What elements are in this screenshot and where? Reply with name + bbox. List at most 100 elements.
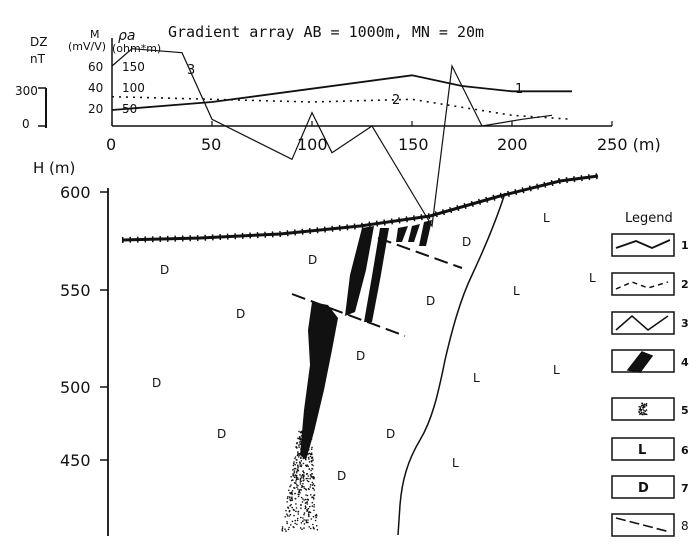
stipple-dot bbox=[308, 461, 311, 463]
stipple-dot bbox=[308, 526, 311, 528]
stipple-dot bbox=[302, 479, 305, 482]
stipple-dot bbox=[298, 446, 300, 448]
legend-number-3: 3 bbox=[681, 317, 689, 330]
m-tick-60: 60 bbox=[88, 60, 103, 74]
stipple-dot bbox=[294, 463, 297, 466]
d-label: D bbox=[236, 307, 245, 321]
stipple-dot bbox=[315, 516, 317, 519]
stipple-dot bbox=[305, 465, 308, 468]
stipple-dot bbox=[300, 516, 302, 519]
stipple-dot bbox=[298, 453, 301, 455]
stipple-dot bbox=[643, 404, 645, 406]
stipple-dot bbox=[312, 464, 314, 467]
stipple-dot bbox=[313, 528, 315, 530]
stipple-dot bbox=[311, 484, 314, 486]
curve-label-1: 1 bbox=[515, 82, 523, 97]
stipple-dot bbox=[299, 439, 302, 441]
stipple-dot bbox=[293, 487, 295, 489]
stipple-dot bbox=[294, 492, 296, 495]
stipple-dot bbox=[286, 515, 289, 517]
stipple-dot bbox=[310, 461, 313, 463]
d-label: D bbox=[426, 294, 435, 308]
legend-numbers: 1 2 3 4 5 6 7 8 bbox=[681, 239, 689, 533]
stipple-dot bbox=[307, 465, 310, 468]
legend-symbol-8 bbox=[615, 517, 671, 533]
stipple-dot bbox=[311, 446, 313, 449]
stipple-dot bbox=[286, 521, 288, 523]
m-tick-40: 40 bbox=[88, 81, 103, 95]
m-axis-label: M bbox=[90, 28, 100, 41]
l-label: L bbox=[553, 363, 560, 377]
stipple-dot bbox=[294, 456, 297, 458]
stipple-dot bbox=[305, 438, 308, 440]
stipple-dot bbox=[309, 439, 312, 442]
x-tick-50: 50 bbox=[201, 135, 221, 154]
legend-number-6: 6 bbox=[681, 444, 689, 457]
stipple-dot bbox=[305, 458, 307, 461]
stipple-dot bbox=[302, 462, 305, 465]
d-label: D bbox=[308, 253, 317, 267]
stipple-dot bbox=[300, 489, 303, 491]
legend-box-1 bbox=[611, 233, 675, 257]
stipple-dot bbox=[306, 472, 309, 475]
stipple-dot bbox=[306, 510, 308, 512]
stipple-dot bbox=[289, 499, 292, 502]
stipple-dot bbox=[307, 498, 309, 501]
section-y-ticks bbox=[100, 191, 108, 461]
stipple-dot bbox=[294, 519, 297, 522]
stipple-dot bbox=[300, 464, 303, 466]
stipple-dot bbox=[643, 409, 645, 412]
stipple-dot bbox=[295, 503, 297, 505]
legend-number-1: 1 bbox=[681, 239, 689, 252]
stipple-dot bbox=[312, 526, 315, 529]
stipple-dot bbox=[298, 430, 300, 433]
l-labels: L L L L L L bbox=[452, 211, 596, 470]
stipple-dot bbox=[301, 435, 304, 438]
stipple-dot bbox=[307, 475, 310, 477]
stipple-dot bbox=[300, 496, 303, 499]
stipple-dot bbox=[312, 523, 314, 526]
stipple-dot bbox=[300, 441, 303, 444]
dz-tick-300: 300 bbox=[15, 84, 38, 98]
stipple-dot bbox=[302, 498, 304, 500]
stipple-dot bbox=[298, 456, 300, 458]
stipple-dot bbox=[307, 456, 310, 459]
stipple-dot bbox=[311, 467, 313, 470]
stipple-dot bbox=[640, 409, 643, 411]
stipple-dot bbox=[298, 493, 300, 496]
ore-body-2 bbox=[364, 228, 389, 322]
stipple-dot bbox=[643, 412, 645, 414]
stipple-dot bbox=[309, 477, 311, 480]
ore-body-5 bbox=[419, 220, 432, 246]
stipple-dot bbox=[310, 438, 313, 440]
legend-number-4: 4 bbox=[681, 356, 689, 369]
stipple-dot bbox=[310, 448, 313, 451]
stipple-dot bbox=[301, 452, 304, 454]
x-tick-250: 250 (m) bbox=[597, 135, 661, 154]
stipple-dot bbox=[298, 436, 301, 438]
stipple-dot bbox=[639, 406, 642, 408]
stipple-dot bbox=[316, 528, 319, 531]
stipple-dot bbox=[311, 496, 314, 498]
l-label: L bbox=[513, 284, 520, 298]
stipple-dot bbox=[311, 457, 314, 459]
stipple-dot bbox=[300, 460, 303, 462]
stipple-dot bbox=[289, 492, 291, 494]
stipple-dot bbox=[291, 493, 293, 496]
stipple-dot bbox=[303, 449, 306, 452]
stipple-dot bbox=[313, 489, 316, 491]
stipple-dot bbox=[307, 519, 309, 521]
contact-boundary bbox=[397, 192, 506, 536]
stipple-dot bbox=[302, 454, 305, 457]
stipple-dot bbox=[298, 441, 301, 443]
stipple-dot bbox=[307, 444, 310, 447]
stipple-dot bbox=[299, 474, 301, 476]
legend-number-7: 7 bbox=[681, 482, 689, 495]
stipple-dot bbox=[304, 457, 307, 460]
stipple-dot bbox=[288, 496, 291, 499]
stipple-dot bbox=[291, 520, 294, 523]
stipple-dot bbox=[301, 439, 303, 441]
stipple-dot bbox=[294, 474, 297, 476]
stipple-dot bbox=[307, 477, 309, 480]
stipple-dot bbox=[301, 473, 304, 476]
